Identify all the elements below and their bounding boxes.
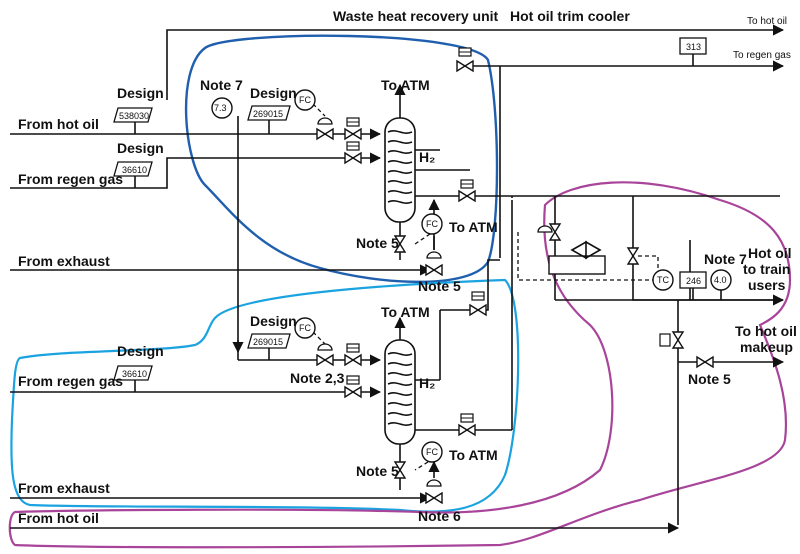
whru-bottom-boundary bbox=[10, 278, 520, 513]
design4-value: 269015 bbox=[253, 337, 283, 347]
makeup-2: makeup bbox=[740, 339, 793, 355]
box-246-label: 246 bbox=[686, 276, 701, 286]
fc2-label: FC bbox=[426, 219, 438, 229]
note7-top: Note 7 bbox=[200, 77, 243, 93]
note-2-3: Note 2,3 bbox=[290, 370, 345, 386]
design2-value: 36610 bbox=[122, 165, 147, 175]
design2-label: Design bbox=[117, 140, 164, 156]
note5-right: Note 5 bbox=[688, 371, 731, 387]
trim-cooler-boundary bbox=[8, 181, 792, 549]
from-hot-oil-bottom: From hot oil bbox=[18, 510, 99, 526]
trim-cooler-exchanger bbox=[548, 255, 606, 275]
design3-box bbox=[247, 105, 291, 121]
note7-right: Note 7 bbox=[704, 251, 747, 267]
fc1-controller bbox=[294, 89, 316, 111]
from-hot-oil-top: From hot oil bbox=[18, 116, 99, 132]
to-hot-oil-label: To hot oil bbox=[747, 16, 787, 27]
design3-value: 269015 bbox=[253, 109, 283, 119]
top-heat-recovery-coil bbox=[384, 117, 416, 223]
design4-box bbox=[247, 333, 291, 349]
trim-header: Hot oil trim cooler bbox=[510, 8, 630, 24]
fc1-label: FC bbox=[299, 95, 311, 105]
note7-top-value: 7.3 bbox=[214, 103, 227, 113]
design1-label: Design bbox=[117, 85, 164, 101]
design1-box bbox=[113, 107, 153, 123]
from-exhaust-bottom: From exhaust bbox=[18, 480, 110, 496]
from-regen-gas-bottom: From regen gas bbox=[18, 373, 123, 389]
design5-value: 36610 bbox=[122, 369, 147, 379]
hot-oil-train-3: users bbox=[748, 277, 786, 293]
fc2-controller bbox=[421, 213, 443, 235]
tc-controller bbox=[652, 269, 674, 291]
design4-label: Design bbox=[250, 313, 297, 329]
design5-box bbox=[113, 365, 153, 381]
note5-top: Note 5 bbox=[356, 235, 399, 251]
tc-label: TC bbox=[657, 275, 669, 285]
note7-right-value: 4.0 bbox=[714, 275, 727, 285]
design5-label: Design bbox=[117, 343, 164, 359]
box-313-label: 313 bbox=[686, 42, 701, 52]
from-regen-gas-top: From regen gas bbox=[18, 171, 123, 187]
h2-bottom: H₂ bbox=[419, 375, 435, 391]
design1-value: 538030 bbox=[119, 111, 149, 121]
hot-oil-train-2: to train bbox=[743, 261, 790, 277]
fc4-controller bbox=[421, 441, 443, 463]
hot-oil-train-1: Hot oil bbox=[748, 245, 792, 261]
to-atm-top2: To ATM bbox=[449, 219, 498, 235]
note7-indicator bbox=[211, 97, 233, 119]
note6: Note 6 bbox=[418, 508, 461, 524]
makeup-1: To hot oil bbox=[735, 323, 797, 339]
design2-box bbox=[113, 161, 153, 177]
to-regen-gas-label: To regen gas bbox=[733, 50, 791, 61]
fc3-label: FC bbox=[299, 323, 311, 333]
to-atm-top1: To ATM bbox=[381, 77, 430, 93]
fc3-controller bbox=[294, 317, 316, 339]
bottom-heat-recovery-coil bbox=[384, 339, 416, 445]
whru-top-boundary bbox=[184, 34, 499, 284]
to-atm-bot2: To ATM bbox=[449, 447, 498, 463]
to-atm-bot1: To ATM bbox=[381, 304, 430, 320]
fc4-label: FC bbox=[426, 447, 438, 457]
h2-top: H₂ bbox=[419, 149, 435, 165]
from-exhaust-top: From exhaust bbox=[18, 253, 110, 269]
design3-label: Design bbox=[250, 85, 297, 101]
whru-header: Waste heat recovery unit bbox=[333, 8, 499, 24]
note5-bottom: Note 5 bbox=[356, 463, 399, 479]
note5-top2: Note 5 bbox=[418, 278, 461, 294]
